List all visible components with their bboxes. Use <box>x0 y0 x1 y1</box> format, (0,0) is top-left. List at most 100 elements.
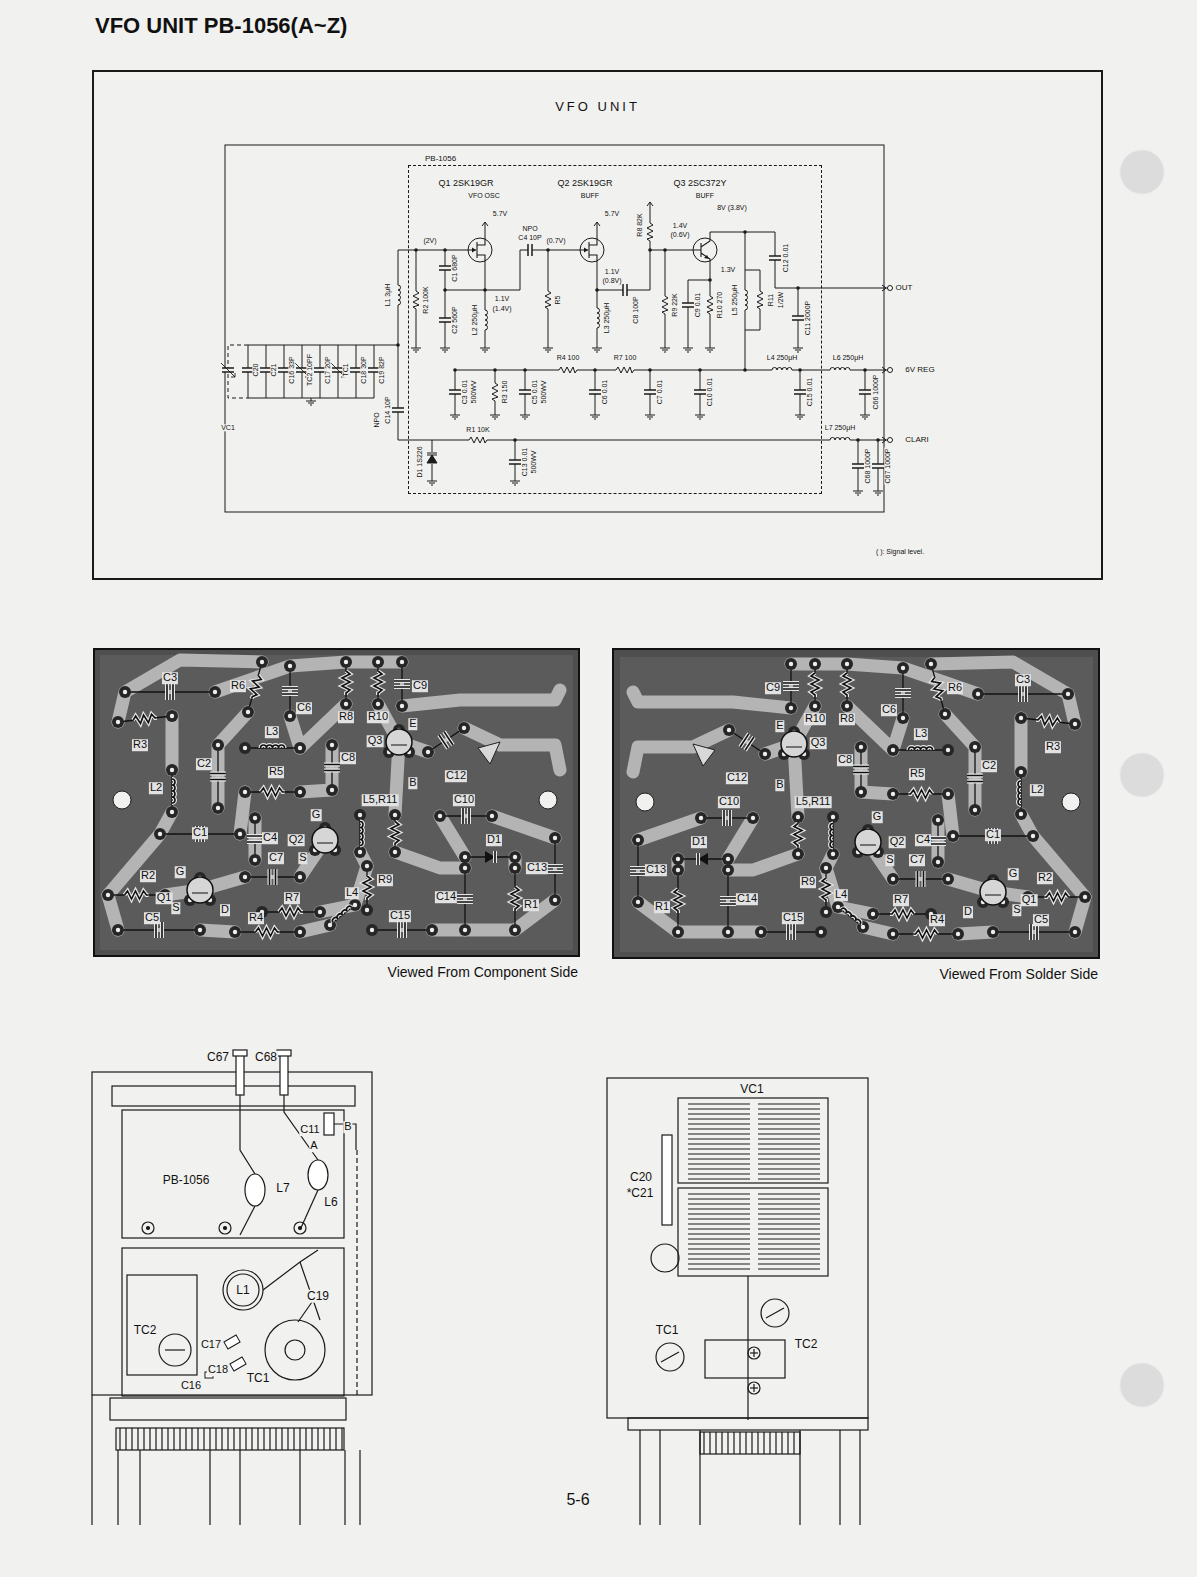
part-label: TC1 <box>655 1324 680 1337</box>
pcb-hole <box>463 866 467 870</box>
pcb-label: R5 <box>909 768 925 780</box>
component-symbol <box>1018 781 1021 805</box>
transistor-tab <box>391 745 407 746</box>
capacitor-plate-line <box>688 1158 750 1159</box>
pcb-label: C7 <box>909 854 925 866</box>
pcb-hole <box>288 664 292 668</box>
pcb-label: C2 <box>196 758 212 770</box>
part-label: TC1 <box>246 1372 271 1385</box>
resistor-symbol <box>616 366 634 374</box>
pcb-hole <box>243 790 247 794</box>
capacitor-plate-line <box>758 1168 820 1169</box>
pcb-pad <box>952 928 964 940</box>
symbol-halo <box>1031 924 1037 940</box>
pcb-label: E <box>408 718 417 730</box>
inductor-coil <box>597 308 600 328</box>
inductor-coil <box>830 438 850 441</box>
part-label: PB-1056 <box>162 1174 211 1187</box>
pcb-label: R6 <box>230 680 246 692</box>
symbol-halo <box>841 907 862 924</box>
symbol-line <box>399 922 405 938</box>
pcb-hole <box>490 814 494 818</box>
ground-symbol <box>860 412 870 419</box>
schematic-label: R8 82K <box>636 212 643 237</box>
transistor-outline <box>855 829 881 855</box>
diode-body <box>485 851 495 863</box>
coil-core <box>227 1274 259 1306</box>
schematic-label: 500WV <box>530 450 537 475</box>
pcb-hole <box>789 706 793 710</box>
base-plate <box>628 1418 868 1430</box>
component-symbol <box>485 851 495 863</box>
pcb-pad <box>695 812 707 824</box>
resistor-symbol <box>491 383 499 401</box>
pcb-hole <box>318 910 322 914</box>
symbol-halo <box>399 922 405 938</box>
schematic-label: R1 10K <box>465 426 490 433</box>
pcb-label: D <box>220 904 230 916</box>
capacitor-symbol <box>528 244 532 256</box>
schematic-label: C20 <box>252 363 259 378</box>
symbol-halo <box>914 930 938 938</box>
chassis-rail <box>112 1086 355 1106</box>
pcb-hole <box>1066 692 1070 696</box>
schematic-label: 5.7V <box>604 210 620 217</box>
pcb-label: R4 <box>929 914 945 926</box>
pcb-trace <box>826 868 873 914</box>
symbol-line <box>843 673 851 697</box>
pcb-hole <box>463 928 467 932</box>
capacitor-plate <box>792 315 804 317</box>
capacitor-plate <box>794 389 806 391</box>
component-symbol <box>172 779 175 803</box>
pcb-pad <box>434 810 446 822</box>
pcb-pad <box>239 742 251 754</box>
pcb-label: C10 <box>718 796 740 808</box>
mount-hole <box>1062 793 1080 811</box>
mask <box>528 244 532 256</box>
pcb-label: Q3 <box>367 735 384 747</box>
mask <box>682 303 694 307</box>
capacitor-plate <box>852 463 864 465</box>
symbol-halo <box>724 810 730 826</box>
component-symbol <box>247 836 263 842</box>
schematic-label: C66 1000P <box>872 373 879 410</box>
variable-capacitor-section <box>678 1098 828 1183</box>
mount-lug <box>219 1222 231 1234</box>
pcb-pad <box>249 812 261 824</box>
capacitor-symbol <box>769 256 781 260</box>
symbol-halo <box>463 808 469 824</box>
pcb-pad <box>166 710 178 722</box>
symbol-line <box>457 896 473 902</box>
junction-dot <box>523 368 527 372</box>
pcb-pad <box>887 788 899 800</box>
symbol-halo <box>1036 716 1061 727</box>
junction-dot <box>513 438 517 442</box>
terminal <box>888 438 893 443</box>
pcb-hole <box>1019 770 1023 774</box>
part-label: C17 <box>200 1339 222 1351</box>
pcb-label: Q2 <box>889 836 906 848</box>
component-symbol <box>439 732 453 749</box>
symbol-line <box>1045 893 1069 901</box>
pcb-label: L2 <box>149 782 163 794</box>
pcb-board <box>93 648 580 957</box>
gear-tooth <box>173 1428 174 1450</box>
capacitor-plate <box>859 389 871 391</box>
symbol-line <box>822 878 830 902</box>
mask <box>589 390 601 394</box>
pcb-pad <box>372 656 384 668</box>
symbol-line <box>167 684 173 700</box>
pcb-label: C6 <box>296 702 312 714</box>
symbol-line <box>697 853 699 865</box>
pcb-hole <box>1031 834 1035 838</box>
inductor-symbol <box>394 285 402 305</box>
pcb-hole <box>763 752 767 756</box>
gear-tooth <box>233 1428 234 1450</box>
gear-tooth <box>287 1428 288 1450</box>
gear-tooth <box>323 1428 324 1450</box>
pcb-label: R6 <box>947 682 963 694</box>
trimmer-screw <box>656 1343 684 1371</box>
schematic-label: (0.7V) <box>545 237 566 244</box>
